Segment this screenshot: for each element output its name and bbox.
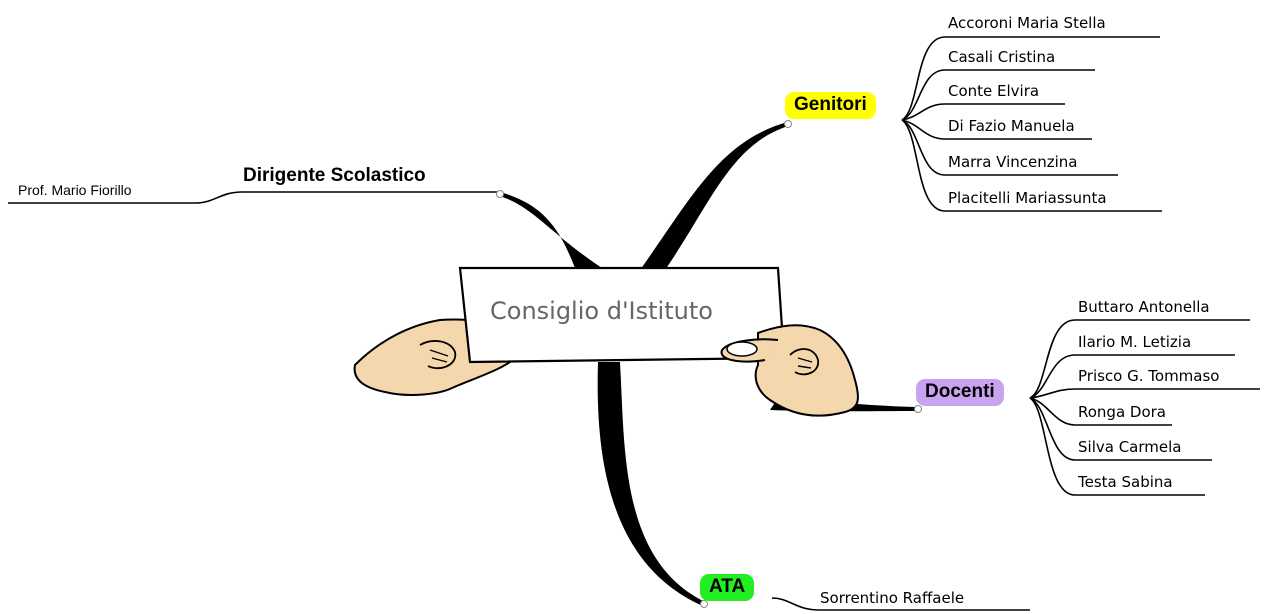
docenti-label: Docenti (916, 379, 1004, 406)
ata-label: ATA (700, 574, 755, 601)
docenti-node (914, 405, 922, 413)
right-hand-illustration (720, 324, 859, 417)
ata-member: Sorrentino Raffaele (820, 589, 965, 607)
branch-genitori (640, 122, 788, 270)
genitori-node (784, 120, 792, 128)
genitori-member: Di Fazio Manuela (948, 117, 1075, 135)
center-title: Consiglio d'Istituto (490, 297, 713, 325)
branch-dirigente (500, 192, 602, 268)
genitori-member: Placitelli Mariassunta (948, 189, 1107, 207)
genitori-member: Conte Elvira (948, 82, 1040, 100)
docenti-member: Ronga Dora (1078, 403, 1167, 421)
docenti-member: Testa Sabina (1078, 473, 1173, 491)
genitori-member: Marra Vincenzina (948, 153, 1078, 171)
genitori-member: Casali Cristina (948, 48, 1056, 66)
docenti-member: Silva Carmela (1078, 438, 1182, 456)
dirigente-connector (8, 191, 500, 204)
dirigente-member: Prof. Mario Fiorillo (18, 182, 132, 198)
docenti-member: Prisco G. Tommaso (1078, 367, 1220, 385)
docenti-fan (1029, 319, 1260, 496)
ata-node (700, 600, 708, 608)
dirigente-label: Dirigente Scolastico (243, 165, 426, 186)
genitori-member: Accoroni Maria Stella (948, 14, 1106, 32)
genitori-fan (901, 36, 1162, 212)
dirigente-node (496, 190, 504, 198)
docenti-member: Ilario M. Letizia (1078, 333, 1192, 351)
genitori-label: Genitori (785, 92, 876, 119)
docenti-member: Buttaro Antonella (1078, 298, 1210, 316)
ata-connector (771, 597, 1030, 611)
branch-ata (597, 362, 705, 606)
